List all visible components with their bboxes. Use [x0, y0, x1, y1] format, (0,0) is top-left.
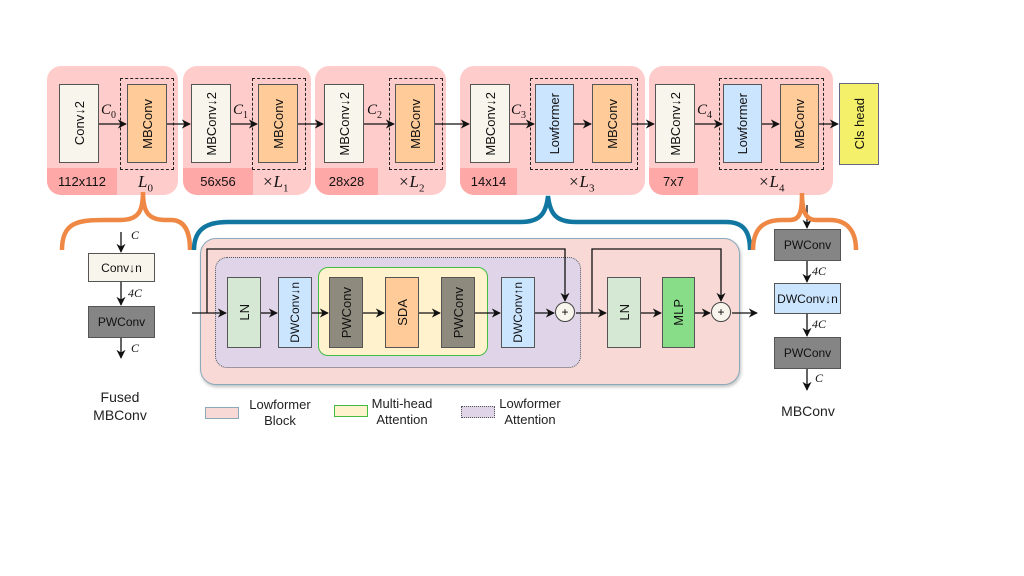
stage-3-lowformer-block: Lowformer — [535, 84, 574, 163]
stage-3-conv-block: MBConv↓2 — [470, 84, 510, 163]
stage-2-mbconv-block: MBConv — [395, 84, 435, 163]
stage-1-channel-label: C1 — [233, 102, 249, 121]
stage-3-channel-label: C3 — [511, 102, 527, 121]
stage-2-repeat-label: ×L2 — [398, 172, 425, 195]
brace-fused-mbconv — [59, 191, 193, 251]
stage-0-channel-label: C0 — [101, 102, 117, 121]
stage-0-repeat-label: L0 — [138, 172, 153, 195]
stage-4-lowformer-block: Lowformer — [723, 84, 762, 163]
stage-0-conv-block: Conv↓2 — [59, 84, 99, 163]
stage-4-mbconv-block: MBConv — [780, 84, 819, 163]
mbconv-mid2-label: 4C — [812, 317, 827, 331]
stage-2-channel-label: C2 — [367, 102, 383, 121]
stage-1-conv-block: MBConv↓2 — [191, 84, 231, 163]
pwconv-block-1: PWConv — [329, 277, 363, 348]
stage-2-resolution: 28x28 — [315, 168, 378, 195]
residual-skip-2 — [591, 248, 726, 313]
stage-4-channel-label: C4 — [697, 102, 713, 121]
stage-4-conv-block: MBConv↓2 — [655, 84, 695, 163]
residual-skip-1 — [206, 248, 570, 313]
fused-in-label: C — [131, 228, 140, 242]
mbconv-out-label: C — [815, 371, 824, 385]
fused-out-label: C — [131, 341, 140, 355]
residual-add-1: + — [555, 302, 575, 322]
mbconv-caption: MBConv — [781, 403, 835, 419]
fused-pwconv-block: PWConv — [88, 306, 155, 338]
mbconv-mid1-label: 4C — [812, 264, 827, 278]
stage-4-resolution: 7x7 — [649, 168, 698, 195]
stage-3-mbconv-block: MBConv — [592, 84, 632, 163]
stage-1-mbconv-block: MBConv — [258, 84, 298, 163]
mlp-block: MLP — [662, 277, 695, 348]
cls-head-block: Cls head — [839, 83, 879, 165]
brace-mbconv — [750, 192, 859, 251]
legend-swatch-lowformer-attention — [461, 406, 495, 418]
stage-1-repeat-label: ×L1 — [262, 172, 289, 195]
stage-0-resolution: 112x112 — [47, 168, 117, 195]
stage-2-conv-block: MBConv↓2 — [324, 84, 364, 163]
brace-lowformer-block — [191, 195, 753, 251]
stage-1-resolution: 56x56 — [183, 168, 253, 195]
mbconv-dwconv-block: DWConv↓n — [774, 283, 841, 314]
dwconv-up-block: DWConv↑n — [501, 277, 535, 348]
stage-3-repeat-label: ×L3 — [568, 172, 595, 195]
stage-4-repeat-label: ×L4 — [758, 172, 785, 195]
legend-swatch-lowformer-block — [205, 407, 239, 419]
pwconv-block-2: PWConv — [441, 277, 475, 348]
residual-add-2: + — [711, 302, 731, 322]
stage-0-mbconv-block: MBConv — [127, 84, 167, 163]
legend-swatch-multi-head-attention — [334, 405, 368, 417]
ln-block-1: LN — [227, 277, 261, 348]
sda-block: SDA — [385, 277, 419, 348]
stage-3-resolution: 14x14 — [460, 168, 517, 195]
dwconv-down-block: DWConv↓n — [278, 277, 312, 348]
fused-conv-block: Conv↓n — [88, 253, 155, 282]
ln-block-2: LN — [607, 277, 641, 348]
fused-mid-label: 4C — [128, 286, 143, 300]
mbconv-pwconv-block-2: PWConv — [774, 337, 841, 369]
mbconv-pwconv-block-1: PWConv — [774, 229, 841, 261]
